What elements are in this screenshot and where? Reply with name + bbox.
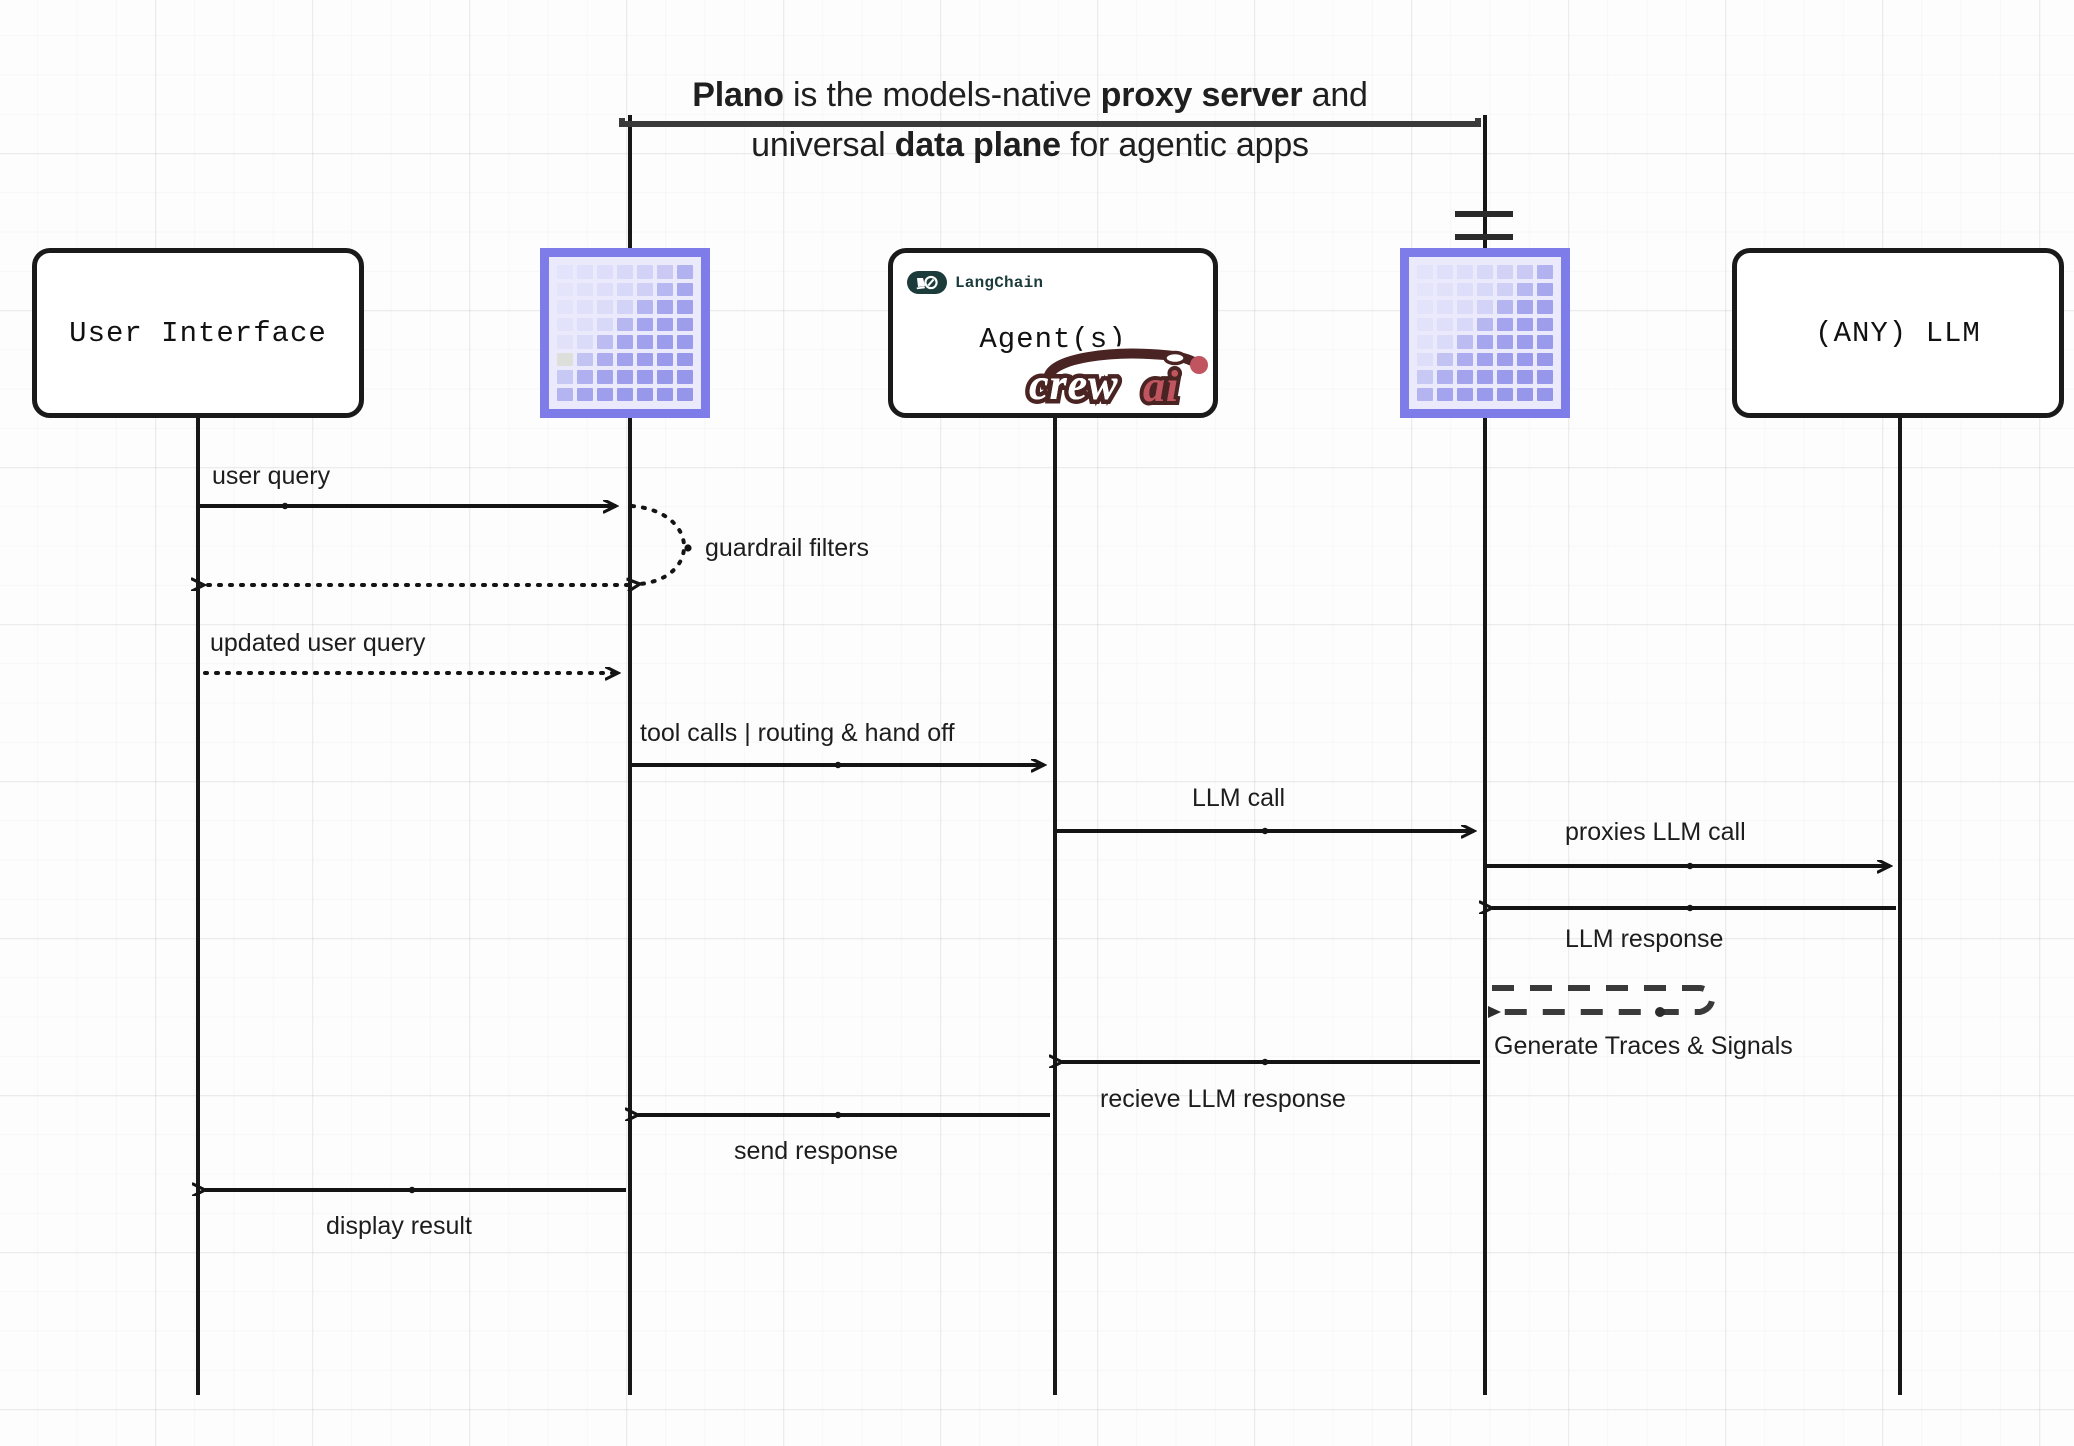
message-label-guardrail-filters: guardrail filters [705, 534, 869, 562]
message-label-tool-calls-routing: tool calls | routing & hand off [640, 719, 955, 747]
diagram-title: Plano is the models-native proxy server … [560, 70, 1500, 170]
lifeline-plano-proxy-left [628, 115, 632, 1395]
title-word-plano: Plano [692, 76, 784, 114]
title-line-2: universal data plane for agentic apps [560, 120, 1500, 170]
plano-logo-grid-right [1409, 257, 1561, 409]
participant-label-any-llm: (ANY) LLM [1815, 316, 1981, 350]
participant-plano-proxy-left[interactable] [540, 248, 710, 418]
message-llm-call [1057, 828, 1474, 834]
message-label-recieve-llm-response: recieve LLM response [1100, 1085, 1346, 1113]
title-line-1: Plano is the models-native proxy server … [560, 70, 1500, 120]
message-display-result [205, 1187, 626, 1193]
lifeline-agents [1053, 414, 1057, 1395]
message-tool-calls-routing [632, 762, 1044, 768]
title-text-3: universal [751, 126, 895, 164]
message-proxies-llm-call [1487, 863, 1890, 869]
langchain-icon [907, 271, 947, 294]
message-label-display-result: display result [326, 1212, 472, 1240]
svg-text:crew: crew [1029, 360, 1119, 409]
message-send-response [638, 1112, 1050, 1118]
participant-agents[interactable]: Agent(s) LangChain crew [888, 248, 1218, 418]
crewai-logo: crew crew ai ai [1023, 345, 1213, 415]
title-text-4: for agentic apps [1060, 126, 1309, 164]
participant-plano-proxy-right[interactable] [1400, 248, 1570, 418]
langchain-logo: LangChain [907, 271, 1043, 294]
message-user-query [200, 503, 616, 509]
message-label-llm-call: LLM call [1192, 784, 1286, 812]
participant-user-interface[interactable]: User Interface [32, 248, 364, 418]
message-recieve-llm-response [1062, 1059, 1480, 1065]
svg-text:crew: crew [1029, 360, 1119, 409]
title-text-1: is the models-native [783, 76, 1101, 114]
participant-label-user-interface: User Interface [69, 316, 327, 350]
plano-logo-grid-left [549, 257, 701, 409]
lifeline-user-interface [196, 414, 200, 1395]
lifeline-any-llm [1898, 414, 1902, 1395]
langchain-label: LangChain [955, 273, 1044, 292]
message-label-generate-traces-signals: Generate Traces & Signals [1494, 1032, 1793, 1060]
title-word-data-plane: data plane [894, 126, 1061, 164]
message-generate-traces-signals [1488, 985, 1715, 1018]
message-label-send-response: send response [734, 1137, 899, 1165]
message-label-user-query: user query [212, 462, 331, 490]
message-label-llm-response: LLM response [1565, 925, 1724, 953]
title-text-2: and [1302, 76, 1368, 114]
message-label-proxies-llm-call: proxies LLM call [1565, 818, 1746, 846]
message-llm-response [1492, 905, 1896, 911]
svg-text:ai: ai [1143, 362, 1179, 411]
svg-text:ai: ai [1143, 362, 1179, 411]
lifeline-plano-proxy-right [1483, 115, 1487, 1395]
message-guardrail-filters [632, 504, 692, 584]
title-word-proxy-server: proxy server [1100, 76, 1303, 114]
message-label-updated-user-query: updated user query [210, 629, 426, 657]
participant-any-llm[interactable]: (ANY) LLM [1732, 248, 2064, 418]
